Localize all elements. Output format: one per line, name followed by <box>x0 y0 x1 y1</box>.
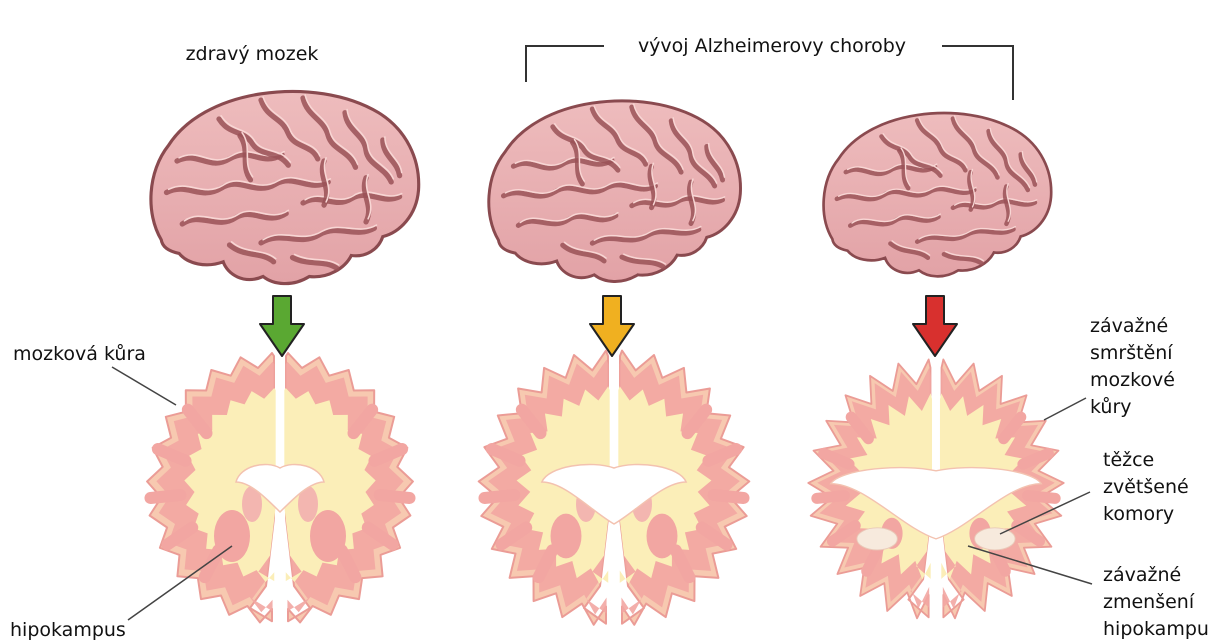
hippocampus <box>310 510 346 562</box>
hippocampus <box>551 514 582 559</box>
moderate-coronal-section <box>479 351 750 625</box>
healthy-brain-label: zdravý mozek <box>186 41 319 68</box>
severe-hippocampus-shrinkage-label: závažné zmenšení hipokampu <box>1103 562 1209 643</box>
cortical-fold <box>150 495 180 498</box>
severe-brain-lateral <box>824 113 1052 276</box>
cortical-fold <box>817 496 844 499</box>
down-arrow <box>260 296 304 356</box>
severe-cortex-shrinkage-label: závažné smrštění mozkové kůry <box>1090 313 1175 421</box>
cortical-fold <box>1028 496 1055 499</box>
moderate-brain-lateral <box>489 101 741 282</box>
cortical-fold <box>714 495 744 498</box>
enlarged-ventricles-label: těžce zvětšené komory <box>1103 447 1189 528</box>
moderate-arrow <box>590 296 634 356</box>
healthy-brain-lateral <box>151 91 419 283</box>
cortex-label: mozková kůra <box>13 341 146 368</box>
healthy-arrow <box>260 296 304 356</box>
enlarged-ventricle-right <box>975 528 1015 550</box>
severe-cortex-leader-line <box>1044 398 1086 420</box>
hippocampus-label: hipokampus <box>10 617 126 644</box>
cortex-leader-line <box>112 367 176 405</box>
severe-coronal-section <box>808 359 1063 618</box>
alzheimer-progression-label: vývoj Alzheimerovy choroby <box>638 33 906 60</box>
severe-arrow <box>913 296 957 356</box>
cortical-fold <box>484 495 514 498</box>
cortical-fold <box>380 495 410 498</box>
down-arrow <box>590 296 634 356</box>
healthy-coronal-section <box>147 353 413 622</box>
hippocampus <box>647 514 678 559</box>
enlarged-ventricle-left <box>857 528 897 550</box>
down-arrow <box>913 296 957 356</box>
